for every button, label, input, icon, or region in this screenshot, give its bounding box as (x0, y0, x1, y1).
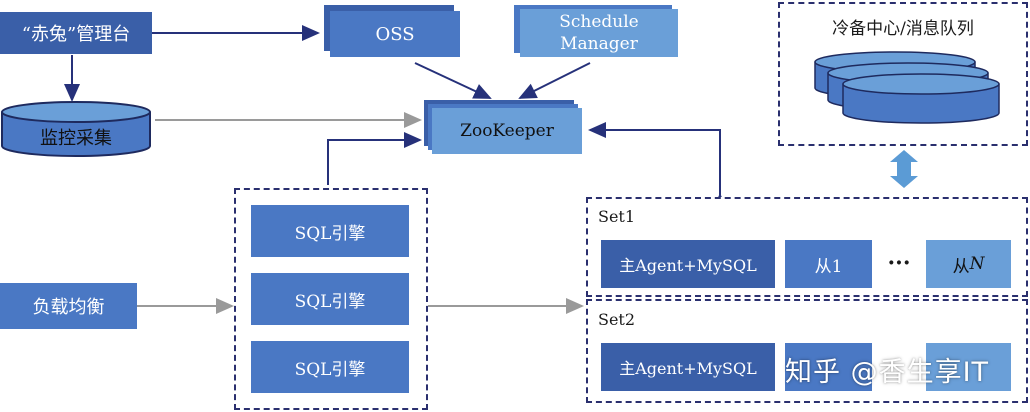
cold-backup-title: 冷备中心/消息队列 (832, 19, 974, 39)
arrow-schedule-zookeeper (518, 62, 591, 99)
sql-engine-label-2: SQL引擎 (294, 291, 366, 312)
console-label: “赤兔”管理台 (21, 24, 131, 45)
arrow-sql-zookeeper (327, 132, 422, 185)
set1-ellipsis: ··· (887, 250, 911, 276)
set1-slave1-label: 从1 (814, 256, 843, 277)
watermark: 知乎 @香生享IT (785, 357, 990, 388)
load-balancer-label: 负载均衡 (32, 297, 105, 318)
zookeeper-label: ZooKeeper (460, 121, 554, 141)
schedule-label-line2: Manager (560, 34, 638, 54)
load-balancer-box[interactable]: 负载均衡 (0, 283, 137, 329)
schedule-manager-box[interactable]: Schedule Manager (520, 9, 678, 57)
set1-title: Set1 (598, 207, 636, 226)
set1-slaveN-suffix: N (969, 254, 985, 274)
set2-master-box[interactable]: 主Agent+MySQL (601, 343, 775, 391)
sql-engine-box-3[interactable]: SQL引擎 (251, 341, 409, 393)
set1-master-box[interactable]: 主Agent+MySQL (601, 240, 775, 288)
console-box[interactable]: “赤兔”管理台 (0, 12, 152, 54)
sql-engine-label-3: SQL引擎 (294, 359, 366, 380)
arrow-zookeeper-set1 (588, 122, 728, 211)
set1-master-label: 主Agent+MySQL (619, 256, 757, 275)
monitor-box[interactable]: 监控采集 (2, 120, 150, 154)
schedule-label-line1: Schedule (559, 11, 639, 32)
set1-slave1-box[interactable]: 从1 (785, 240, 872, 288)
bidir-arrow-cold-backup (890, 150, 918, 188)
set1-slaveN-prefix: 从 (952, 256, 970, 277)
disk-3-icon (842, 84, 1000, 124)
set2-slaveN-box[interactable] (926, 343, 1011, 391)
arrow-oss-zookeeper (414, 62, 492, 99)
sql-engine-box-1[interactable]: SQL引擎 (251, 205, 409, 257)
sql-engine-box-2[interactable]: SQL引擎 (251, 273, 409, 325)
oss-label: OSS (375, 23, 415, 45)
set2-title: Set2 (598, 310, 636, 329)
oss-box[interactable]: OSS (330, 11, 460, 57)
set2-master-label: 主Agent+MySQL (619, 359, 757, 378)
monitor-label: 监控采集 (40, 128, 112, 149)
set2-slave-box[interactable] (785, 343, 872, 391)
sql-engine-label-1: SQL引擎 (294, 223, 366, 244)
zookeeper-box[interactable]: ZooKeeper (432, 108, 582, 154)
